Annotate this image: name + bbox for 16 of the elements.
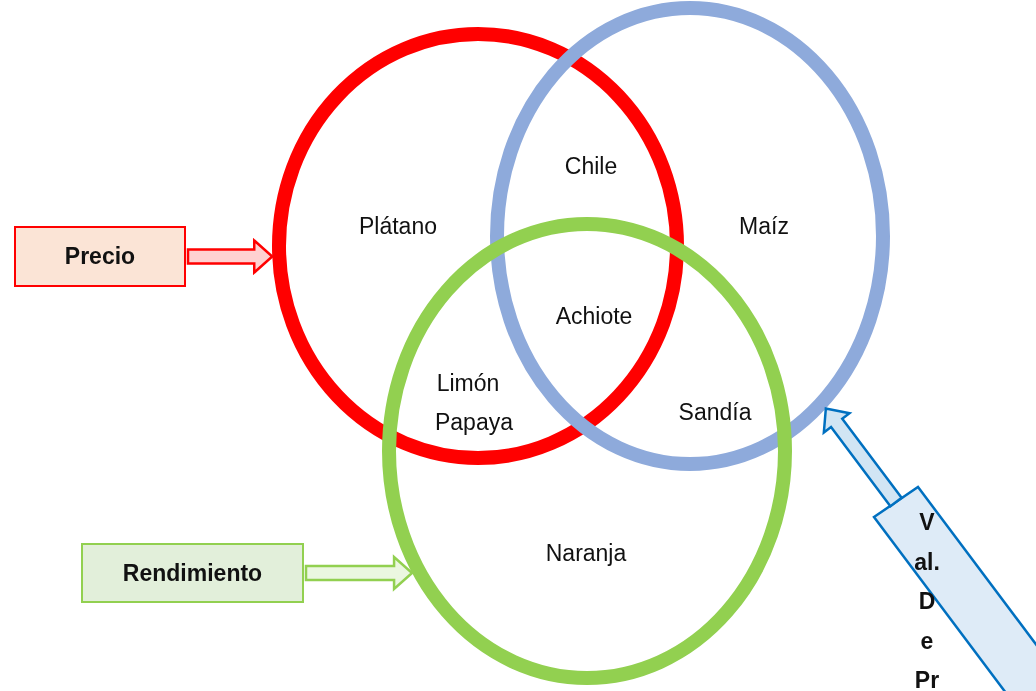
set-item-label: Achiote bbox=[555, 302, 633, 330]
callout-box bbox=[14, 226, 186, 287]
callout-label: Precio bbox=[64, 243, 136, 270]
set-item-label: Papaya bbox=[435, 408, 513, 436]
set-item-label: Naranja bbox=[545, 539, 627, 567]
set-item-label: Sandía bbox=[678, 398, 752, 426]
set-item-label: Chile bbox=[564, 152, 618, 180]
block-arrow bbox=[822, 406, 904, 508]
set-item-label: Plátano bbox=[359, 212, 437, 240]
block-arrow bbox=[186, 237, 275, 276]
set-item-label: Maíz bbox=[739, 212, 789, 240]
callout-label: V al. D e Pr bbox=[913, 508, 941, 691]
callout-label: Rendimiento bbox=[122, 559, 263, 587]
block-arrow bbox=[304, 554, 414, 592]
callout-box bbox=[81, 543, 304, 603]
set-item-label: Limón bbox=[436, 369, 500, 397]
